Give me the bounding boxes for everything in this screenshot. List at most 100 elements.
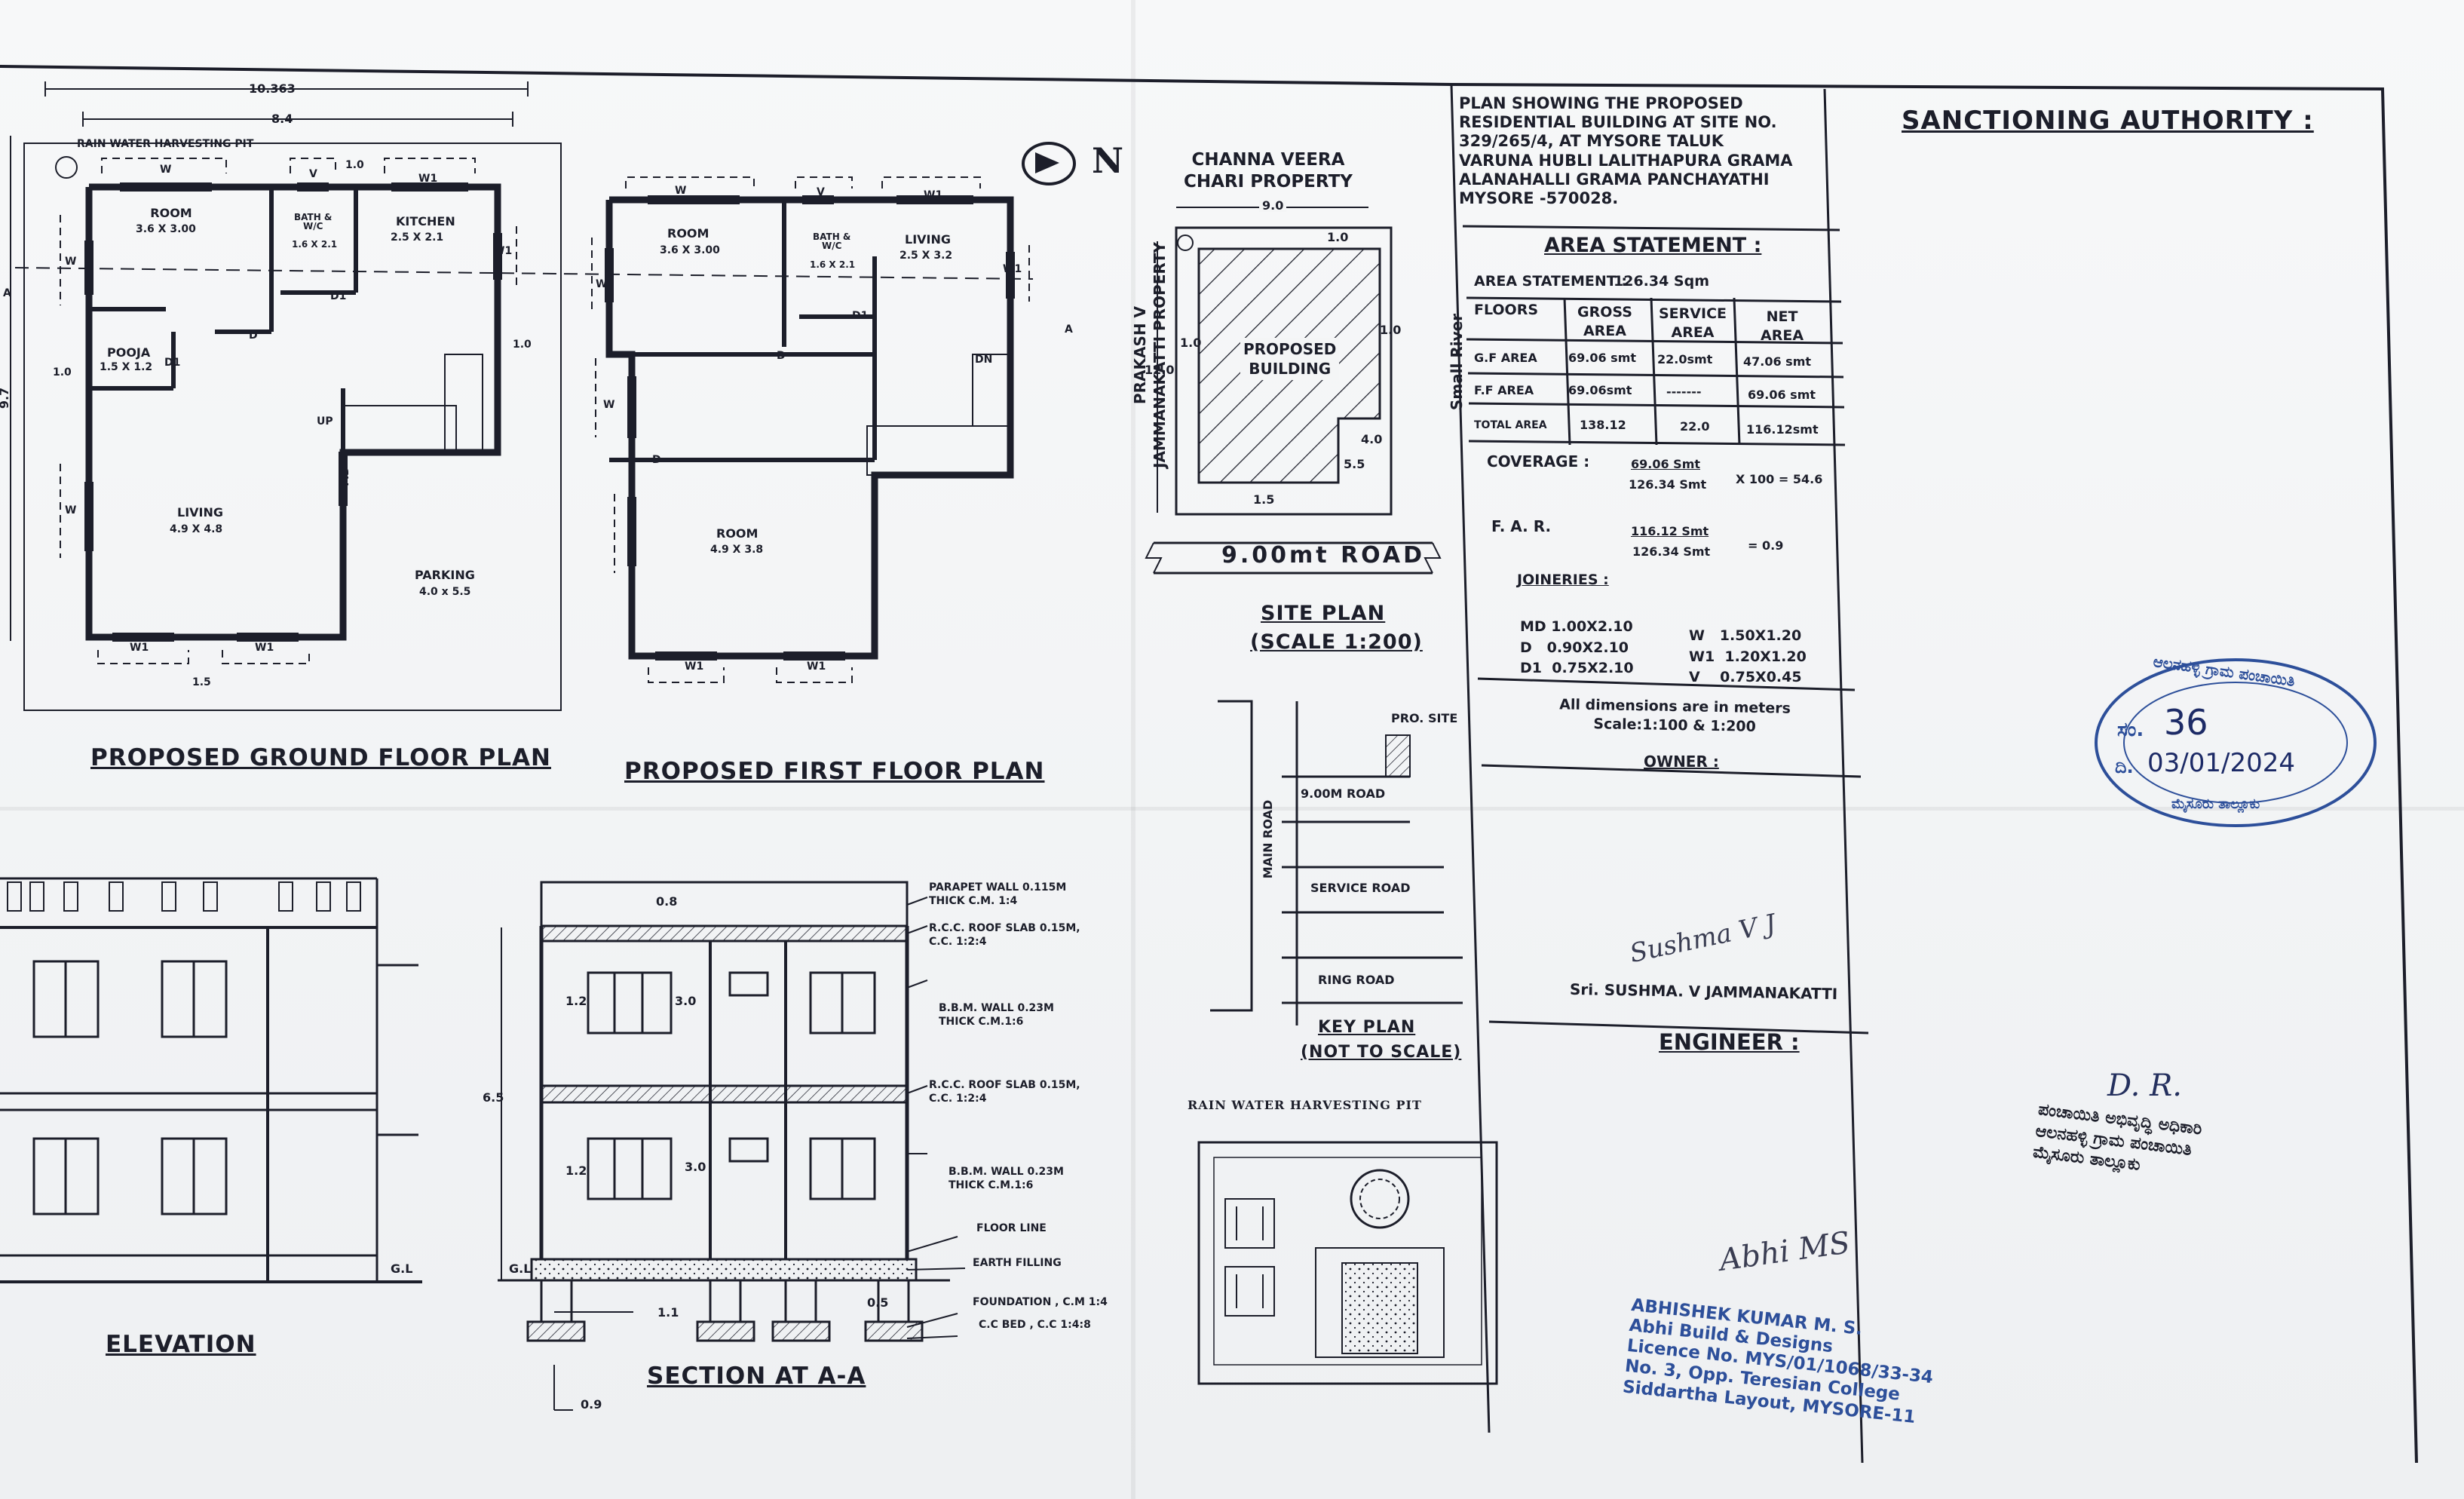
site-plan-scale: (SCALE 1:200) (1250, 630, 1423, 654)
site-building-label: PROPOSED BUILDING (1240, 338, 1340, 380)
site-right-neighbour: Small River (1448, 313, 1466, 411)
elevation-gl: G.L (391, 1261, 413, 1276)
table-row-total-floor: TOTAL AREA (1474, 419, 1547, 431)
ff-door-d1: D1 (852, 310, 869, 322)
owner-heading: OWNER : (1644, 753, 1719, 771)
ff-living-size: 2.5 X 3.2 (899, 250, 953, 262)
gf-dim-b: 1.0 (53, 366, 72, 379)
table-row-gf-floor: G.F AREA (1474, 351, 1537, 365)
ff-window-w-left: W (596, 278, 608, 290)
gf-living-name: LIVING (177, 505, 224, 520)
section-note-earth: EARTH FILLING (973, 1257, 1062, 1269)
key-ring-road: RING ROAD (1318, 973, 1395, 987)
section-dim-gf: 3.0 (675, 994, 697, 1008)
seal-number: 36 (2164, 702, 2208, 743)
seal-no-prefix: ಸಂ. (2117, 719, 2144, 741)
site-dim-right: 1.0 (1380, 323, 1402, 337)
section-note-ccbed: C.C BED , C.C 1:4:8 (979, 1319, 1091, 1331)
table-row-ff-floor: F.F AREA (1474, 383, 1534, 397)
table-row-total-service: 22.0 (1680, 419, 1710, 434)
gf-living-size: 4.9 X 4.8 (170, 523, 223, 535)
paper-fold (1131, 0, 1135, 1499)
ff-vent-v: V (817, 186, 825, 198)
ff-bath-name: BATH & W/C (813, 231, 851, 251)
ff-room-name: ROOM (667, 226, 709, 241)
coverage-result: X 100 = 54.6 (1736, 472, 1823, 486)
table-row-total-net: 116.12smt (1746, 422, 1819, 437)
gf-window-w-left: W (65, 256, 77, 268)
gf-door-d1: D1 (330, 290, 347, 302)
ff-living-name: LIVING (905, 232, 952, 247)
gf-dim-total: 10.363 (249, 81, 296, 96)
gf-room-size: 3.6 X 3.00 (136, 223, 196, 235)
gf-pooja-size: 1.5 X 1.2 (100, 361, 153, 373)
joineries-doors: MD 1.00X2.10 D 0.90X2.10 D1 0.75X2.10 (1520, 618, 1634, 677)
seal-bottom-text: ಮೈಸೂರು ತಾಲ್ಲೂಕು (2171, 796, 2260, 812)
gf-kitchen-size: 2.5 X 2.1 (391, 231, 444, 244)
table-row-gf-service: 22.0smt (1657, 352, 1713, 366)
table-row-gf-gross: 69.06 smt (1568, 351, 1637, 365)
sanctioning-authority-heading: SANCTIONING AUTHORITY : (1902, 106, 2314, 136)
site-top-neighbour: CHANNA VEERA CHARI PROPERTY (1184, 150, 1353, 192)
site-dim-depth: 12.0 (1145, 363, 1175, 377)
gf-dim-inner: 8.4 (271, 112, 293, 126)
gf-pooja-name: POOJA (107, 345, 151, 360)
gf-bath-size: 1.6 X 2.1 (292, 239, 338, 250)
gf-door-d: D (249, 330, 258, 342)
gf-dim-a: 1.0 (345, 159, 364, 171)
section-dim-ff: 3.0 (685, 1160, 706, 1174)
section-note-foundation: FOUNDATION , C.M 1:4 (973, 1296, 1108, 1308)
section-dim-base: 0.9 (581, 1397, 602, 1412)
table-row-ff-net: 69.06 smt (1748, 388, 1816, 402)
first-floor-walls (591, 176, 1030, 683)
key-pro-site: PRO. SITE (1391, 711, 1458, 725)
table-row-gf-net: 47.06 smt (1743, 354, 1812, 369)
ff-window-w1-front: W1 (685, 661, 704, 673)
ff-window-w: W (675, 185, 687, 197)
coverage-numerator: 69.06 Smt (1631, 457, 1701, 471)
pdo-signature: D. R. (2107, 1068, 2182, 1103)
gf-stair-up: UP (317, 415, 333, 428)
gf-main-door: MD (339, 467, 351, 486)
gf-dim-height: 9.7 (0, 387, 12, 409)
gf-window-w1-front2: W1 (255, 642, 274, 654)
key-plan-title: KEY PLAN (1318, 1018, 1416, 1037)
section-dim-sill1: 1.2 (565, 994, 587, 1008)
seal-date-prefix: ದಿ. (2115, 756, 2134, 777)
site-road-label: 9.00mt ROAD (1221, 542, 1425, 569)
far-numerator: 116.12 Smt (1631, 524, 1709, 538)
seal-date: 03/01/2024 (2147, 748, 2295, 778)
gf-vent-v: V (309, 168, 317, 180)
far-denominator: 126.34 Smt (1632, 544, 1711, 559)
table-header-net: NET AREA (1761, 308, 1804, 344)
section-dim-total: 6.5 (483, 1090, 504, 1105)
ground-floor-walls (10, 81, 1034, 711)
far-label: F. A. R. (1491, 517, 1552, 535)
owner-name: Sri. SUSHMA. V JAMMANAKATTI (1569, 979, 1838, 1004)
north-arrow-icon (1022, 142, 1076, 185)
elevation-title: ELEVATION (106, 1331, 256, 1358)
site-dim-front: 1.5 (1253, 492, 1275, 507)
far-result: = 0.9 (1748, 538, 1784, 553)
gf-parking-name: PARKING (415, 568, 475, 582)
gf-room-name: ROOM (150, 206, 192, 220)
joineries-windows: W 1.50X1.20 W1 1.20X1.20 V 0.75X0.45 (1689, 627, 1807, 686)
key-plan-subtitle: (NOT TO SCALE) (1301, 1043, 1462, 1062)
table-header-floors: FLOORS (1474, 302, 1539, 318)
section-gl: G.L (509, 1261, 532, 1276)
ff-window-w1-side: W1 (1003, 263, 1022, 275)
ff-stair-down: DN (975, 354, 993, 366)
engineer-heading: ENGINEER : (1659, 1029, 1800, 1055)
gf-dim-c: 1.0 (513, 339, 532, 351)
table-header-service: SERVICE AREA (1659, 305, 1727, 341)
area-statement-heading: AREA STATEMENT : (1544, 234, 1762, 257)
elevation-lines (0, 877, 422, 1283)
site-left-neighbour: PRAKASH V JAMMANAKATTI PROPERTY (1131, 242, 1169, 468)
first-floor-title: PROPOSED FIRST FLOOR PLAN (624, 758, 1045, 785)
gf-parking-size: 4.0 x 5.5 (419, 586, 471, 598)
ff-door-d2: D (652, 454, 661, 466)
rwh-detail-lines (1197, 1141, 1498, 1385)
gf-window-w1-side: W1 (493, 245, 513, 257)
section-dim-parapet: 0.8 (656, 894, 678, 909)
